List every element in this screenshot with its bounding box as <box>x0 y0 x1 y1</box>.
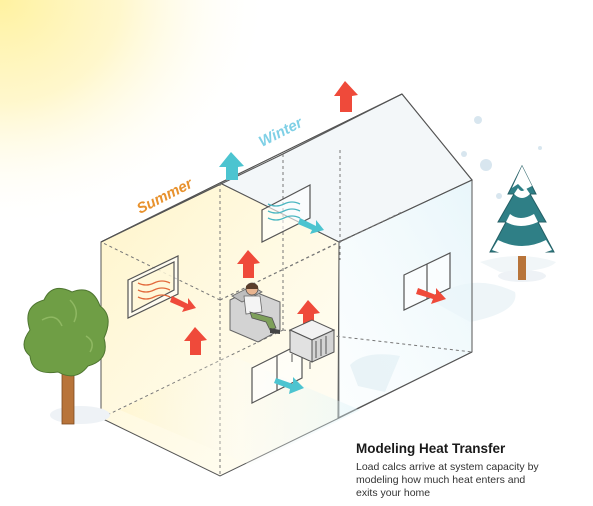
deciduous-tree-icon <box>23 287 110 425</box>
cold-waves-icon <box>267 201 301 221</box>
heat-arrow-heater <box>297 300 320 328</box>
heat-arrow-side-window <box>416 288 446 304</box>
cold-arrow-roof-window <box>298 218 324 234</box>
floor-glow <box>120 355 360 465</box>
cold-arrow-roof <box>219 152 244 180</box>
heat-flow-arrows <box>170 81 446 394</box>
person-in-armchair <box>229 282 281 343</box>
heat-arrow-roof <box>334 81 358 112</box>
pine-tree-icon <box>489 164 555 282</box>
caption-body: Load calcs arrive at system capacity by … <box>356 461 539 499</box>
heater-unit <box>288 319 336 369</box>
caption-title: Modeling Heat Transfer <box>356 441 506 456</box>
heat-waves-icon <box>137 280 171 300</box>
windows <box>127 184 451 404</box>
snowflakes <box>461 116 542 199</box>
heat-arrow-person <box>237 250 260 278</box>
heat-arrow-floor <box>184 327 207 355</box>
heat-arrow-summer-window <box>170 296 196 312</box>
cold-arrow-lower-window <box>274 377 304 394</box>
window-roof-winter <box>261 184 311 243</box>
window-summer-inner <box>131 261 175 313</box>
caption-block: Modeling Heat Transfer Load calcs arrive… <box>356 441 586 500</box>
